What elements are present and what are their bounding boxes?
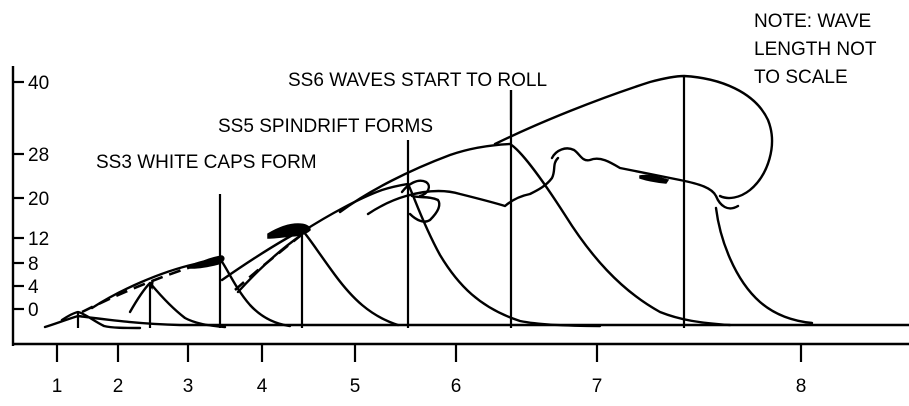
y-tick-label-12: 12 [28, 229, 49, 250]
wave-3-whitecaps [90, 194, 292, 328]
annotation-ss6: SS6 WAVES START TO ROLL [288, 70, 547, 91]
annotation-ss3: SS3 WHITE CAPS FORM [96, 152, 317, 173]
x-tick-label-2: 2 [113, 376, 124, 397]
note-line-3: TO SCALE [754, 67, 848, 88]
sea-surface-line [43, 314, 909, 329]
annotation-ss5: SS5 SPINDRIFT FORMS [218, 116, 433, 137]
x-axis-ticks [55, 344, 803, 362]
x-tick-label-1: 1 [52, 376, 63, 397]
x-tick-label-3: 3 [183, 376, 194, 397]
y-tick-labels: 40 28 20 12 8 4 0 [28, 73, 49, 321]
note-line-1: NOTE: WAVE [754, 11, 871, 32]
wave-1 [60, 310, 142, 330]
x-tick-labels: 1 2 3 4 5 6 7 8 [52, 376, 807, 397]
x-tick-label-5: 5 [350, 376, 361, 397]
y-tick-label-4: 4 [28, 277, 39, 298]
y-tick-label-20: 20 [28, 189, 49, 210]
x-tick-label-6: 6 [451, 376, 462, 397]
wave-2 [128, 279, 227, 329]
scale-note: NOTE: WAVE LENGTH NOT TO SCALE [754, 11, 877, 88]
x-tick-label-8: 8 [796, 376, 807, 397]
x-tick-label-4: 4 [257, 376, 268, 397]
x-tick-label-7: 7 [592, 376, 603, 397]
wave-6 [338, 90, 732, 328]
y-tick-label-40: 40 [28, 73, 49, 94]
dashed-envelope-lower [81, 262, 201, 314]
y-tick-label-28: 28 [28, 145, 49, 166]
y-tick-label-0: 0 [28, 300, 39, 321]
note-line-2: LENGTH NOT [754, 39, 877, 60]
wave-4 [220, 223, 400, 328]
y-tick-label-8: 8 [28, 254, 39, 275]
wave-7-rolling [493, 74, 814, 328]
y-axis-ticks [13, 80, 24, 311]
